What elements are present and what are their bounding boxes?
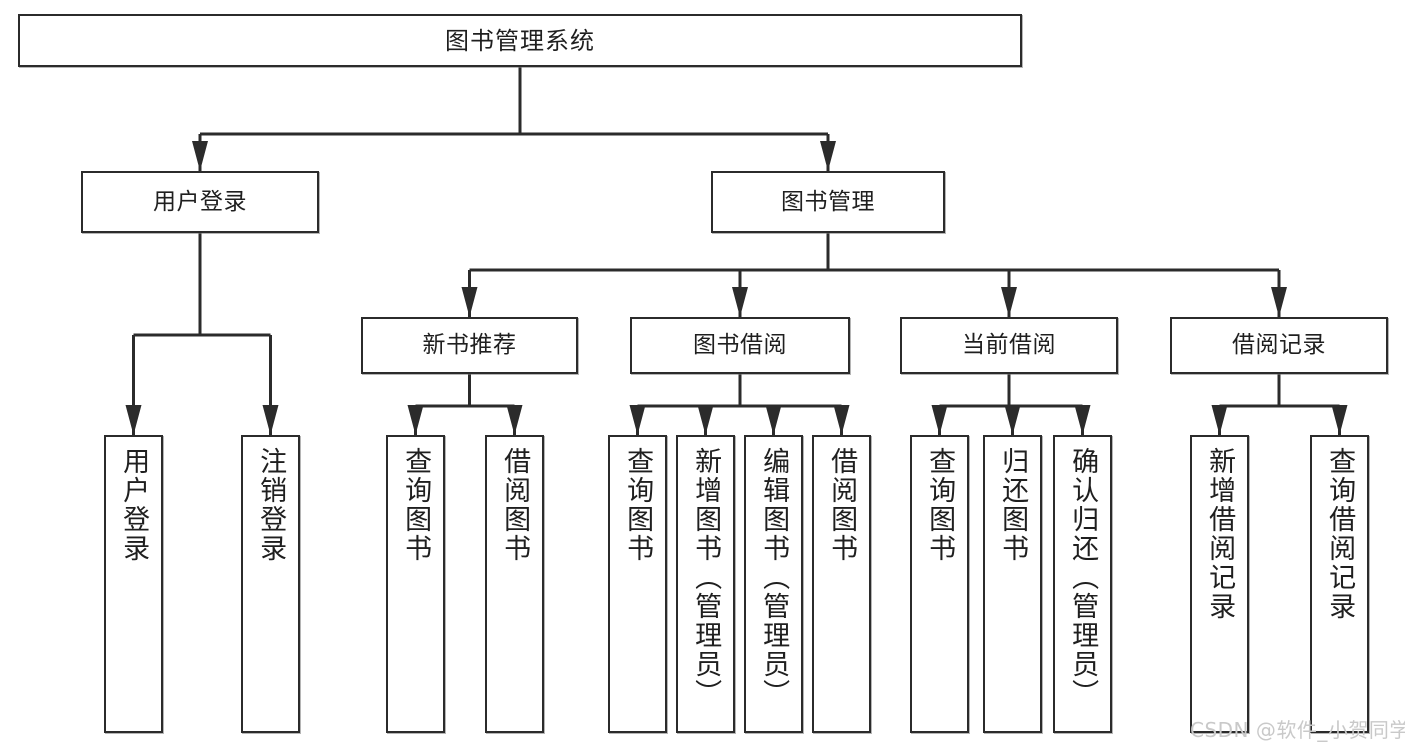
node-label: 确认归还（管理员）: [1067, 447, 1099, 708]
node-label: 归还图书: [997, 447, 1029, 563]
watermark: CSDN @软件_小贺同学: [1190, 718, 1405, 742]
node-label: 图书借阅: [693, 332, 787, 358]
node-leaf_add_record[interactable]: 新增借阅记录: [1190, 435, 1249, 733]
node-leaf_user_login[interactable]: 用户登录: [104, 435, 163, 733]
node-label: 查询图书: [400, 447, 432, 563]
node-label: 查询图书: [924, 447, 956, 563]
node-new_book_rec[interactable]: 新书推荐: [361, 317, 578, 374]
node-book_borrow[interactable]: 图书借阅: [630, 317, 850, 374]
node-leaf_query_book_1[interactable]: 查询图书: [386, 435, 445, 733]
node-leaf_query_record[interactable]: 查询借阅记录: [1310, 435, 1369, 733]
node-root[interactable]: 图书管理系统: [18, 14, 1022, 67]
node-label: 图书管理: [781, 188, 875, 215]
node-leaf_confirm_return[interactable]: 确认归还（管理员）: [1053, 435, 1112, 733]
node-leaf_add_book[interactable]: 新增图书（管理员）: [676, 435, 735, 733]
node-label: 用户登录: [153, 188, 247, 215]
node-leaf_edit_book[interactable]: 编辑图书（管理员）: [744, 435, 803, 733]
node-current_borrow[interactable]: 当前借阅: [900, 317, 1118, 374]
node-label: 借阅记录: [1232, 332, 1326, 358]
node-leaf_query_book_3[interactable]: 查询图书: [910, 435, 969, 733]
node-label: 新增图书（管理员）: [690, 447, 722, 708]
node-leaf_return_book[interactable]: 归还图书: [983, 435, 1042, 733]
node-book_manage[interactable]: 图书管理: [711, 171, 945, 233]
node-label: 借阅图书: [826, 447, 858, 563]
node-label: 新增借阅记录: [1204, 447, 1236, 621]
node-label: 查询图书: [622, 447, 654, 563]
node-user_login[interactable]: 用户登录: [81, 171, 319, 233]
node-label: 图书管理系统: [445, 26, 595, 55]
node-label: 注销登录: [255, 447, 287, 563]
node-leaf_logout[interactable]: 注销登录: [241, 435, 300, 733]
node-borrow_record[interactable]: 借阅记录: [1170, 317, 1388, 374]
node-label: 查询借阅记录: [1324, 447, 1356, 621]
node-label: 当前借阅: [962, 332, 1056, 358]
node-label: 用户登录: [118, 447, 150, 563]
node-leaf_query_book_2[interactable]: 查询图书: [608, 435, 667, 733]
node-leaf_borrow_book_2[interactable]: 借阅图书: [812, 435, 871, 733]
node-label: 新书推荐: [422, 332, 517, 358]
node-leaf_borrow_book_1[interactable]: 借阅图书: [485, 435, 544, 733]
node-label: 借阅图书: [499, 447, 531, 563]
node-label: 编辑图书（管理员）: [758, 447, 790, 708]
